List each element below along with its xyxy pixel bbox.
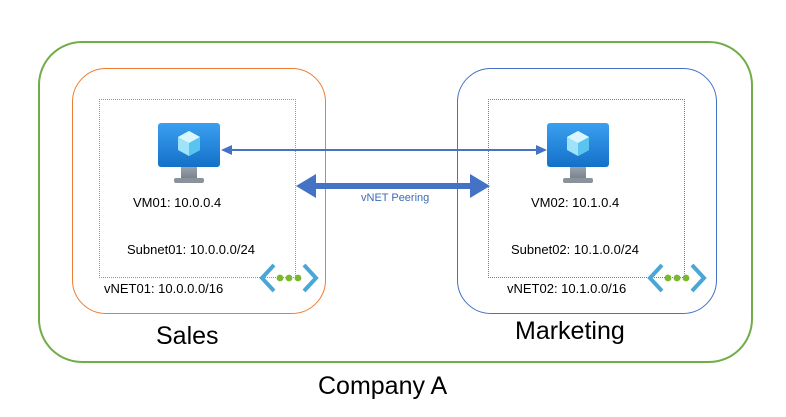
subnet02-label: Subnet02: 10.1.0.0/24 (511, 242, 639, 257)
vnet02-icon (647, 263, 707, 293)
company-container (38, 41, 753, 363)
sales-group-label: Sales (156, 322, 219, 350)
marketing-group-label: Marketing (515, 317, 625, 345)
vm01-icon (158, 123, 220, 183)
marketing-vnet-box (457, 68, 717, 314)
vm02-label: VM02: 10.1.0.4 (531, 195, 620, 210)
vm01-label: VM01: 10.0.0.4 (133, 195, 222, 210)
vnet01-icon (259, 263, 319, 293)
marketing-subnet-box (488, 99, 685, 278)
vm02-icon (547, 123, 609, 183)
vnet01-label: vNET01: 10.0.0.0/16 (104, 281, 224, 296)
vnet02-label: vNET02: 10.1.0.0/16 (507, 281, 627, 296)
company-label: Company A (318, 372, 448, 400)
vnet-peering-label: vNET Peering (361, 192, 430, 204)
vnet-peering-arrow (296, 174, 490, 198)
subnet01-label: Subnet01: 10.0.0.0/24 (127, 242, 255, 257)
sales-vnet-box (72, 68, 326, 314)
vm-connection-arrow (221, 145, 547, 155)
sales-subnet-box (99, 99, 296, 278)
